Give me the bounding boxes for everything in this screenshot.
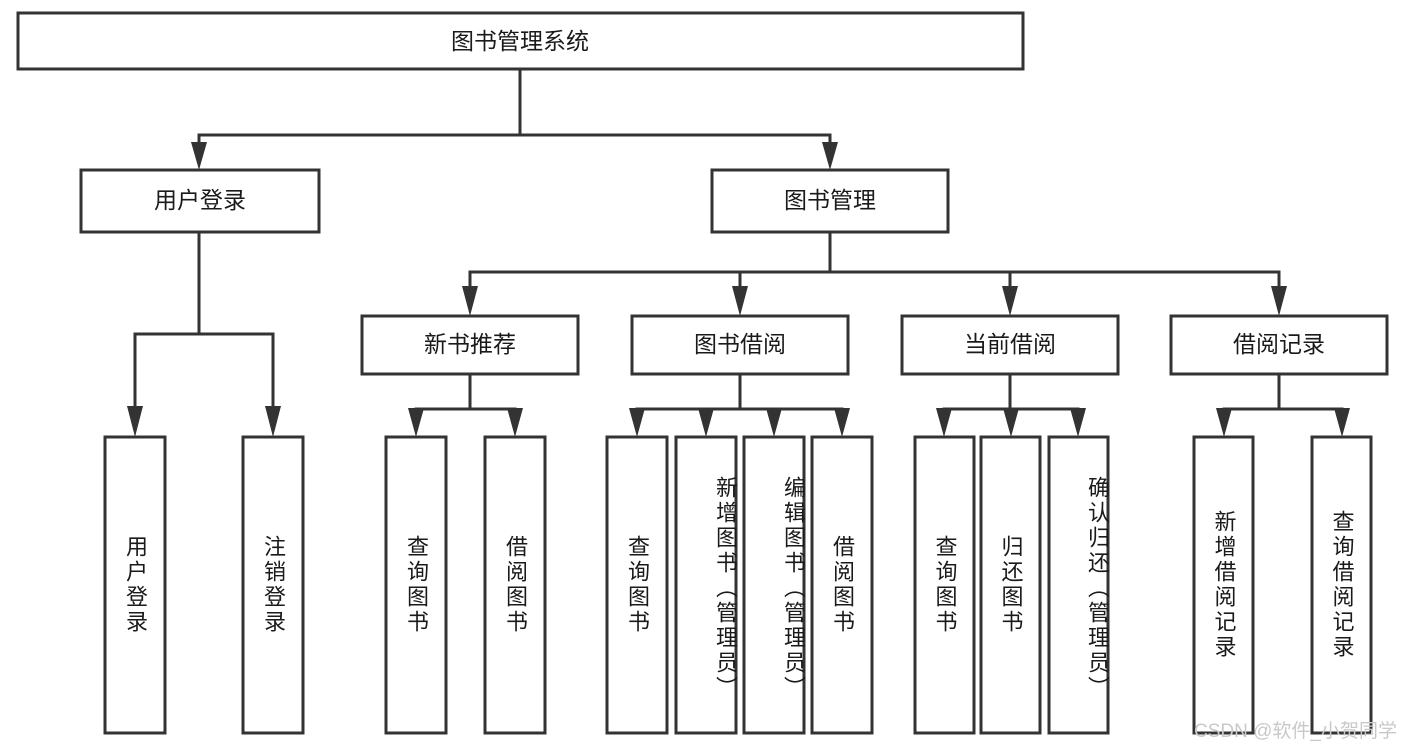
node-leaf-edit-book-box[interactable]	[742, 435, 806, 735]
arrow-head-user-login	[191, 142, 207, 170]
arrow-head-book-borrow	[732, 286, 748, 316]
node-book-borrow[interactable]: 图书借阅	[630, 314, 850, 376]
connector-group-root	[191, 67, 838, 170]
node-root-box[interactable]	[16, 11, 1025, 71]
node-leaf-return-book-box[interactable]	[979, 435, 1042, 735]
arrow-head-leaf-add-record	[1216, 408, 1232, 437]
node-user-login[interactable]: 用户登录	[79, 168, 321, 234]
connector-group-book-manage	[462, 230, 1287, 316]
node-borrow-record[interactable]: 借阅记录	[1169, 314, 1389, 376]
node-leaf-add-book-box[interactable]	[674, 435, 738, 735]
arrow-head-leaf-query-book-2	[629, 408, 645, 437]
arrow-head-leaf-return-book	[1003, 408, 1019, 437]
node-borrow-record-box[interactable]	[1169, 314, 1389, 376]
arrow-head-book-manage	[822, 142, 838, 170]
arrow-head-leaf-edit-book	[766, 408, 782, 437]
node-root[interactable]: 图书管理系统	[16, 11, 1025, 71]
connector-group-user-login	[127, 230, 281, 437]
arrow-head-leaf-query-book-1	[408, 408, 424, 437]
arrow-head-leaf-confirm-return	[1070, 408, 1086, 437]
node-book-manage-box[interactable]	[710, 168, 950, 234]
arrow-head-leaf-add-book	[698, 408, 714, 437]
node-leaf-query-book-3-box[interactable]	[913, 435, 976, 735]
node-root-label: 图书管理系统	[451, 28, 589, 54]
arrow-head-leaf-user-logout	[265, 406, 281, 437]
node-current-borrow[interactable]: 当前借阅	[900, 314, 1120, 376]
node-current-borrow-box[interactable]	[900, 314, 1120, 376]
node-leaf-confirm-return-box[interactable]	[1047, 435, 1110, 735]
arrow-head-new-book-recommend	[462, 286, 478, 316]
connector-group-book-borrow	[629, 372, 850, 437]
node-leaf-user-logout-box[interactable]	[241, 435, 305, 735]
node-leaf-borrow-book-2-box[interactable]	[810, 435, 874, 735]
node-user-login-box[interactable]	[79, 168, 321, 234]
arrow-head-leaf-borrow-book-2	[834, 408, 850, 437]
node-new-book-recommend-box[interactable]	[360, 314, 580, 376]
node-leaf-query-book-1-box[interactable]	[384, 435, 448, 735]
connector-group-current-borrow	[936, 372, 1086, 437]
node-current-borrow-label: 当前借阅	[964, 331, 1056, 357]
node-book-borrow-box[interactable]	[630, 314, 850, 376]
node-leaf-add-record-box[interactable]	[1192, 435, 1255, 735]
connector-group-new-book-recommend	[408, 372, 523, 437]
node-borrow-record-label: 借阅记录	[1233, 331, 1325, 357]
node-book-manage[interactable]: 图书管理	[710, 168, 950, 234]
connector-group-borrow-record	[1216, 372, 1350, 437]
node-new-book-recommend[interactable]: 新书推荐	[360, 314, 580, 376]
arrow-head-leaf-query-book-3	[936, 408, 952, 437]
arrow-head-leaf-borrow-book-1	[507, 408, 523, 437]
node-book-borrow-label: 图书借阅	[694, 331, 786, 357]
node-user-login-label: 用户登录	[154, 187, 246, 213]
arrow-head-leaf-user-login	[127, 406, 143, 437]
node-leaf-borrow-book-1-box[interactable]	[483, 435, 547, 735]
arrow-head-borrow-record	[1271, 286, 1287, 316]
node-book-manage-label: 图书管理	[784, 187, 876, 213]
arrow-head-leaf-query-record	[1334, 408, 1350, 437]
arrow-head-current-borrow	[1002, 286, 1018, 316]
node-leaf-user-login-box[interactable]	[103, 435, 167, 735]
node-new-book-recommend-label: 新书推荐	[424, 331, 516, 357]
node-leaf-query-book-2-box[interactable]	[605, 435, 669, 735]
node-leaf-query-record-box[interactable]	[1310, 435, 1373, 735]
